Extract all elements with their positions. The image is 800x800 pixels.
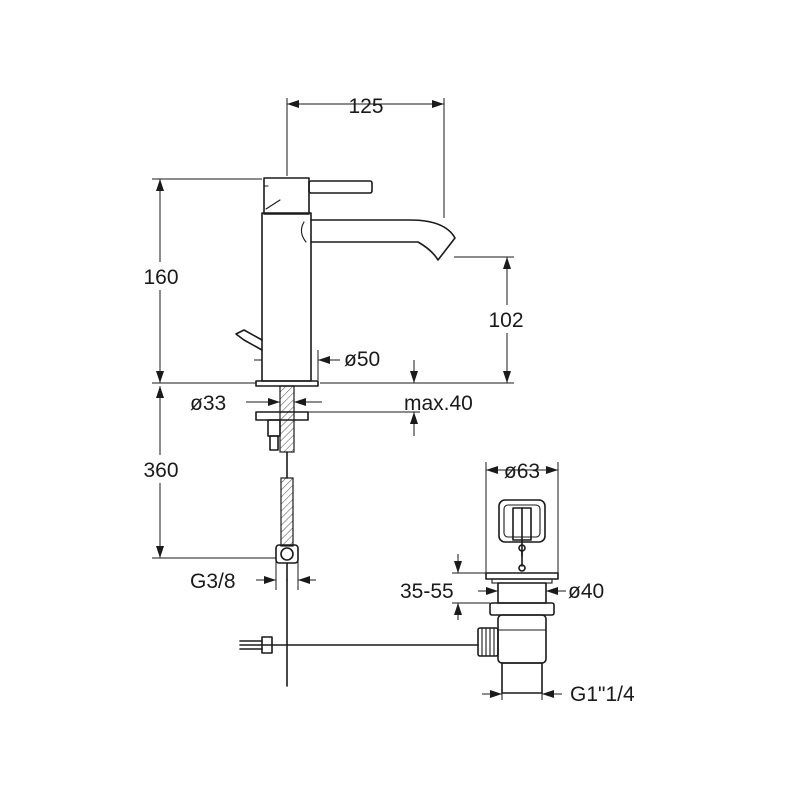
faucet-cartridge [263, 177, 310, 215]
faucet-base [255, 380, 319, 387]
label-waste-body: ø40 [568, 580, 604, 603]
waste-body [497, 614, 547, 664]
dimension-hole-diameter: ø33 [190, 392, 322, 415]
label-hole-diameter: ø33 [190, 392, 226, 415]
label-waste-adjust: 35-55 [400, 580, 454, 603]
label-body-height: 160 [143, 266, 178, 289]
label-hose-thread: G3/8 [190, 570, 236, 593]
waste-assembly [477, 499, 559, 694]
label-waste-thread: G1"1/4 [570, 683, 635, 706]
dimension-hose-length: 360 [138, 386, 276, 559]
dimension-waste-body: ø40 [478, 580, 604, 603]
dimension-waste-adjust: 35-55 [400, 554, 490, 620]
label-hose-length: 360 [143, 459, 178, 482]
fixing-nut [267, 419, 281, 437]
label-base-diameter: ø50 [344, 348, 380, 371]
label-max-deck: max.40 [404, 392, 473, 415]
popup-rod [235, 329, 263, 351]
dimension-base-diameter: ø50 [254, 348, 380, 380]
fixing-washer [255, 411, 309, 421]
dimension-spout-height: 102 [320, 256, 529, 384]
dimension-spout-reach: 125 [286, 95, 445, 218]
dimension-waste-thread: G1"1/4 [482, 670, 635, 706]
faucet-spout [310, 219, 456, 261]
dimension-body-height: 160 [138, 178, 262, 384]
dimension-waste-cap: ø63 [485, 460, 559, 573]
dimension-hose-thread: G3/8 [190, 560, 316, 593]
threaded-rod [279, 385, 295, 453]
mounting-assembly [239, 385, 479, 687]
label-spout-reach: 125 [348, 95, 383, 118]
dimension-max-deck: max.40 [308, 360, 473, 436]
label-waste-cap: ø63 [504, 460, 540, 483]
flexible-hose [280, 477, 294, 547]
waste-flange [485, 572, 559, 580]
label-spout-height: 102 [488, 309, 523, 332]
waste-nut [489, 602, 555, 616]
faucet-lever [308, 180, 373, 194]
